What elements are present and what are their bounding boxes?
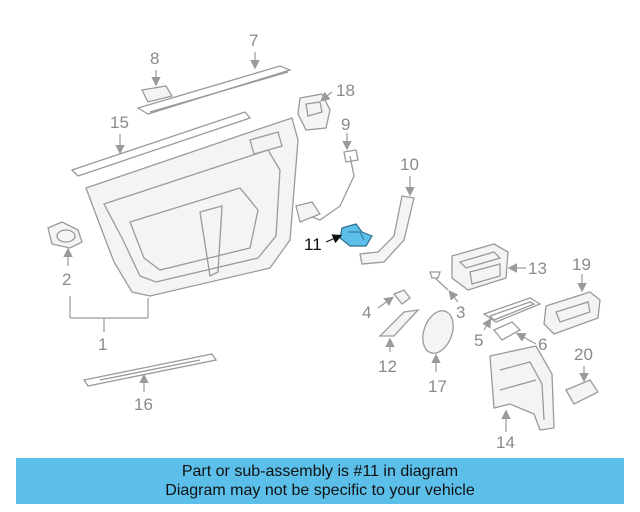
caption-line-1: Part or sub-assembly is #11 in diagram: [181, 463, 459, 480]
part-3-screw: [429, 271, 459, 303]
label-7: 7: [249, 31, 258, 50]
part-9-handle-bracket: [295, 133, 359, 223]
part-2-grille: [47, 221, 83, 266]
label-17: 17: [428, 377, 447, 396]
part-17-round-cover: [422, 310, 454, 372]
part-20-small-switch: [565, 366, 599, 405]
label-5: 5: [474, 331, 483, 350]
label-14: 14: [496, 433, 515, 452]
label-11: 11: [304, 235, 322, 254]
caption-line-2: Diagram may not be specific to your vehi…: [165, 482, 475, 499]
label-1: 1: [98, 335, 107, 354]
label-2: 2: [62, 270, 71, 289]
label-16: 16: [134, 395, 153, 414]
label-6: 6: [538, 335, 547, 354]
caption-banner: Part or sub-assembly is #11 in diagram D…: [16, 458, 624, 504]
parts-diagram: 7 8 18 15 1 2: [47, 31, 601, 452]
part-13-switch-housing: [451, 243, 526, 291]
label-4: 4: [362, 303, 371, 322]
label-10: 10: [400, 155, 419, 174]
part-7-trim-strip: [136, 52, 292, 115]
label-20: 20: [574, 345, 593, 364]
label-15: 15: [110, 113, 129, 132]
label-3: 3: [456, 303, 465, 322]
label-8: 8: [150, 49, 159, 68]
part-10-pull-strap: [359, 176, 415, 265]
part-5-handle-bezel: [482, 297, 542, 331]
label-18: 18: [336, 81, 355, 100]
label-19: 19: [572, 255, 591, 274]
part-14-lower-panel: [489, 345, 555, 432]
part-18-switch-bezel: [297, 91, 333, 131]
part-8-clip: [141, 70, 174, 103]
part-11-bracket-highlighted[interactable]: [325, 223, 373, 247]
part-12-small-bracket: [378, 309, 420, 352]
part-19-inside-handle: [543, 274, 601, 335]
part-4-clip: [377, 289, 411, 309]
part-6-bezel: [492, 321, 537, 345]
part-16-lower-strip: [82, 353, 218, 392]
label-12: 12: [378, 357, 397, 376]
part-15-belt-molding: [70, 111, 252, 177]
label-9: 9: [341, 115, 350, 134]
part-1-door-trim-panel: [69, 117, 299, 332]
label-13: 13: [528, 259, 547, 278]
